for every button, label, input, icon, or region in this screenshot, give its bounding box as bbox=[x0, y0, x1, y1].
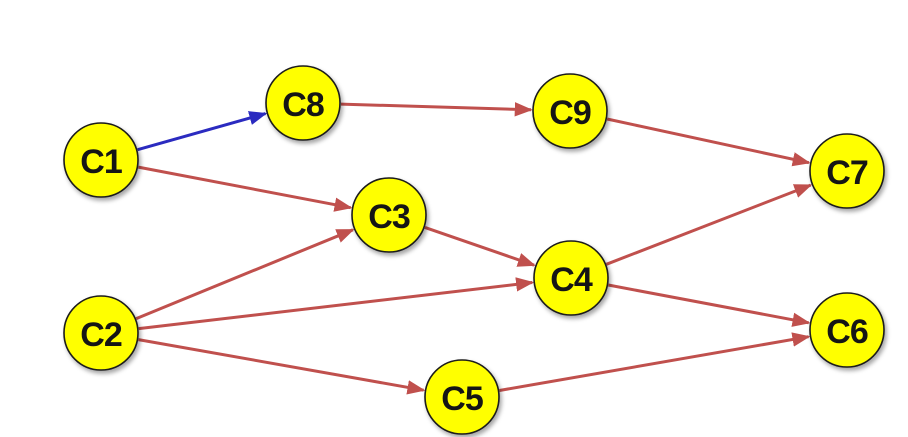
node-circle bbox=[424, 359, 500, 435]
node-label: C3 bbox=[368, 198, 410, 236]
edge-c5-c6 bbox=[499, 332, 811, 392]
node-circle bbox=[809, 292, 885, 368]
node-label: C1 bbox=[80, 143, 122, 181]
node-circle bbox=[63, 122, 139, 198]
edge-c2-c4 bbox=[138, 277, 535, 331]
edge-c2-c5 bbox=[138, 338, 426, 395]
edge-c9-c7 bbox=[606, 117, 811, 167]
edge-c1-c3 bbox=[138, 165, 353, 212]
node-circle bbox=[265, 65, 341, 141]
node-circle bbox=[351, 177, 427, 253]
node-label: C7 bbox=[826, 154, 868, 192]
node-c7: C7 bbox=[809, 133, 885, 209]
node-circle bbox=[533, 240, 609, 316]
node-c6: C6 bbox=[809, 292, 885, 368]
node-circle bbox=[809, 133, 885, 209]
node-label: C4 bbox=[550, 261, 593, 299]
edge-c3-c4 bbox=[424, 225, 536, 267]
node-label: C6 bbox=[826, 313, 868, 351]
edge-c4-c7 bbox=[605, 183, 813, 266]
node-circle bbox=[532, 73, 608, 149]
edge-c8-c9 bbox=[340, 102, 533, 117]
node-c9: C9 bbox=[532, 73, 608, 149]
node-label: C8 bbox=[282, 86, 324, 124]
node-label: C5 bbox=[441, 380, 483, 418]
node-c2: C2 bbox=[63, 295, 139, 371]
edges-layer bbox=[135, 102, 813, 395]
node-c1: C1 bbox=[63, 122, 139, 198]
node-c8: C8 bbox=[265, 65, 341, 141]
edge-c4-c6 bbox=[608, 283, 811, 327]
node-label: C2 bbox=[80, 316, 122, 354]
node-c4: C4 bbox=[533, 240, 609, 316]
node-label: C9 bbox=[549, 94, 591, 132]
edge-c2-c3 bbox=[135, 228, 355, 320]
node-c5: C5 bbox=[424, 359, 500, 435]
edge-c1-c8 bbox=[137, 111, 268, 152]
node-circle bbox=[63, 295, 139, 371]
node-c3: C3 bbox=[351, 177, 427, 253]
